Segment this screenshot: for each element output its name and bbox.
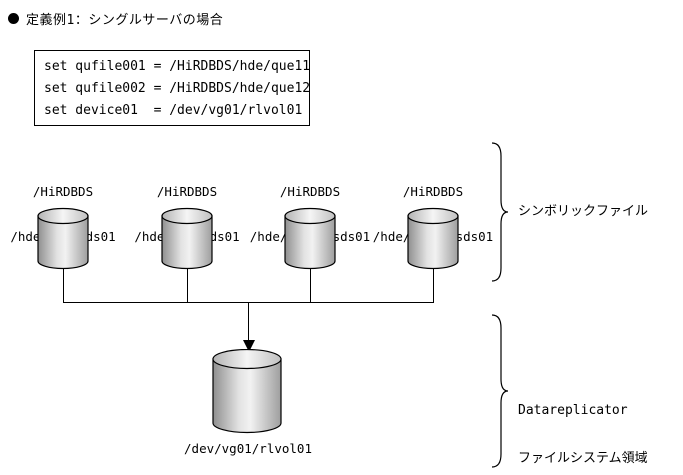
device-cylinder-icon	[212, 349, 282, 434]
datareplicator-brace-icon	[491, 314, 509, 468]
diagram-title: 定義例1：シングルサーバの場合	[8, 9, 223, 28]
code-line-1: set qufile001 = /HiRDBDS/hde/que11	[44, 59, 311, 74]
symbolic-file-3-line1: /HiRDBDS	[279, 184, 341, 199]
cylinder-icon-4	[407, 207, 459, 270]
symbolic-file-1-line1: /HiRDBDS	[32, 184, 94, 199]
datareplicator-annotation-line2: ファイルシステム領域	[518, 451, 648, 466]
cylinder-icon-1	[37, 207, 89, 270]
code-line-2: set qufile002 = /HiRDBDS/hde/que12	[44, 81, 311, 96]
code-line-3: set device01 = /dev/vg01/rlvol01	[44, 103, 303, 118]
arrow-stem	[248, 303, 249, 342]
connector-line-2	[187, 269, 188, 303]
definition-code-box: set qufile001 = /HiRDBDS/hde/que11 set q…	[34, 50, 310, 126]
bus-line	[63, 302, 434, 303]
datareplicator-annotation-line1: Datareplicator	[518, 403, 628, 418]
cylinder-icon-3	[284, 207, 336, 270]
device-label: /dev/vg01/rlvol01	[184, 441, 312, 456]
connector-line-3	[310, 269, 311, 303]
symbolic-files-annotation: シンボリックファイル	[518, 204, 649, 219]
diagram-title-text: 定義例1：シングルサーバの場合	[26, 13, 224, 28]
circle-bullet-icon	[8, 13, 19, 24]
symbolic-file-4-line1: /HiRDBDS	[402, 184, 464, 199]
connector-line-4	[433, 269, 434, 303]
cylinder-icon-2	[161, 207, 213, 270]
symbolic-brace-icon	[491, 142, 509, 282]
symbolic-file-2-line1: /HiRDBDS	[156, 184, 218, 199]
datareplicator-annotation: Datareplicator ファイルシステム領域	[518, 371, 648, 475]
connector-line-1	[63, 269, 64, 303]
